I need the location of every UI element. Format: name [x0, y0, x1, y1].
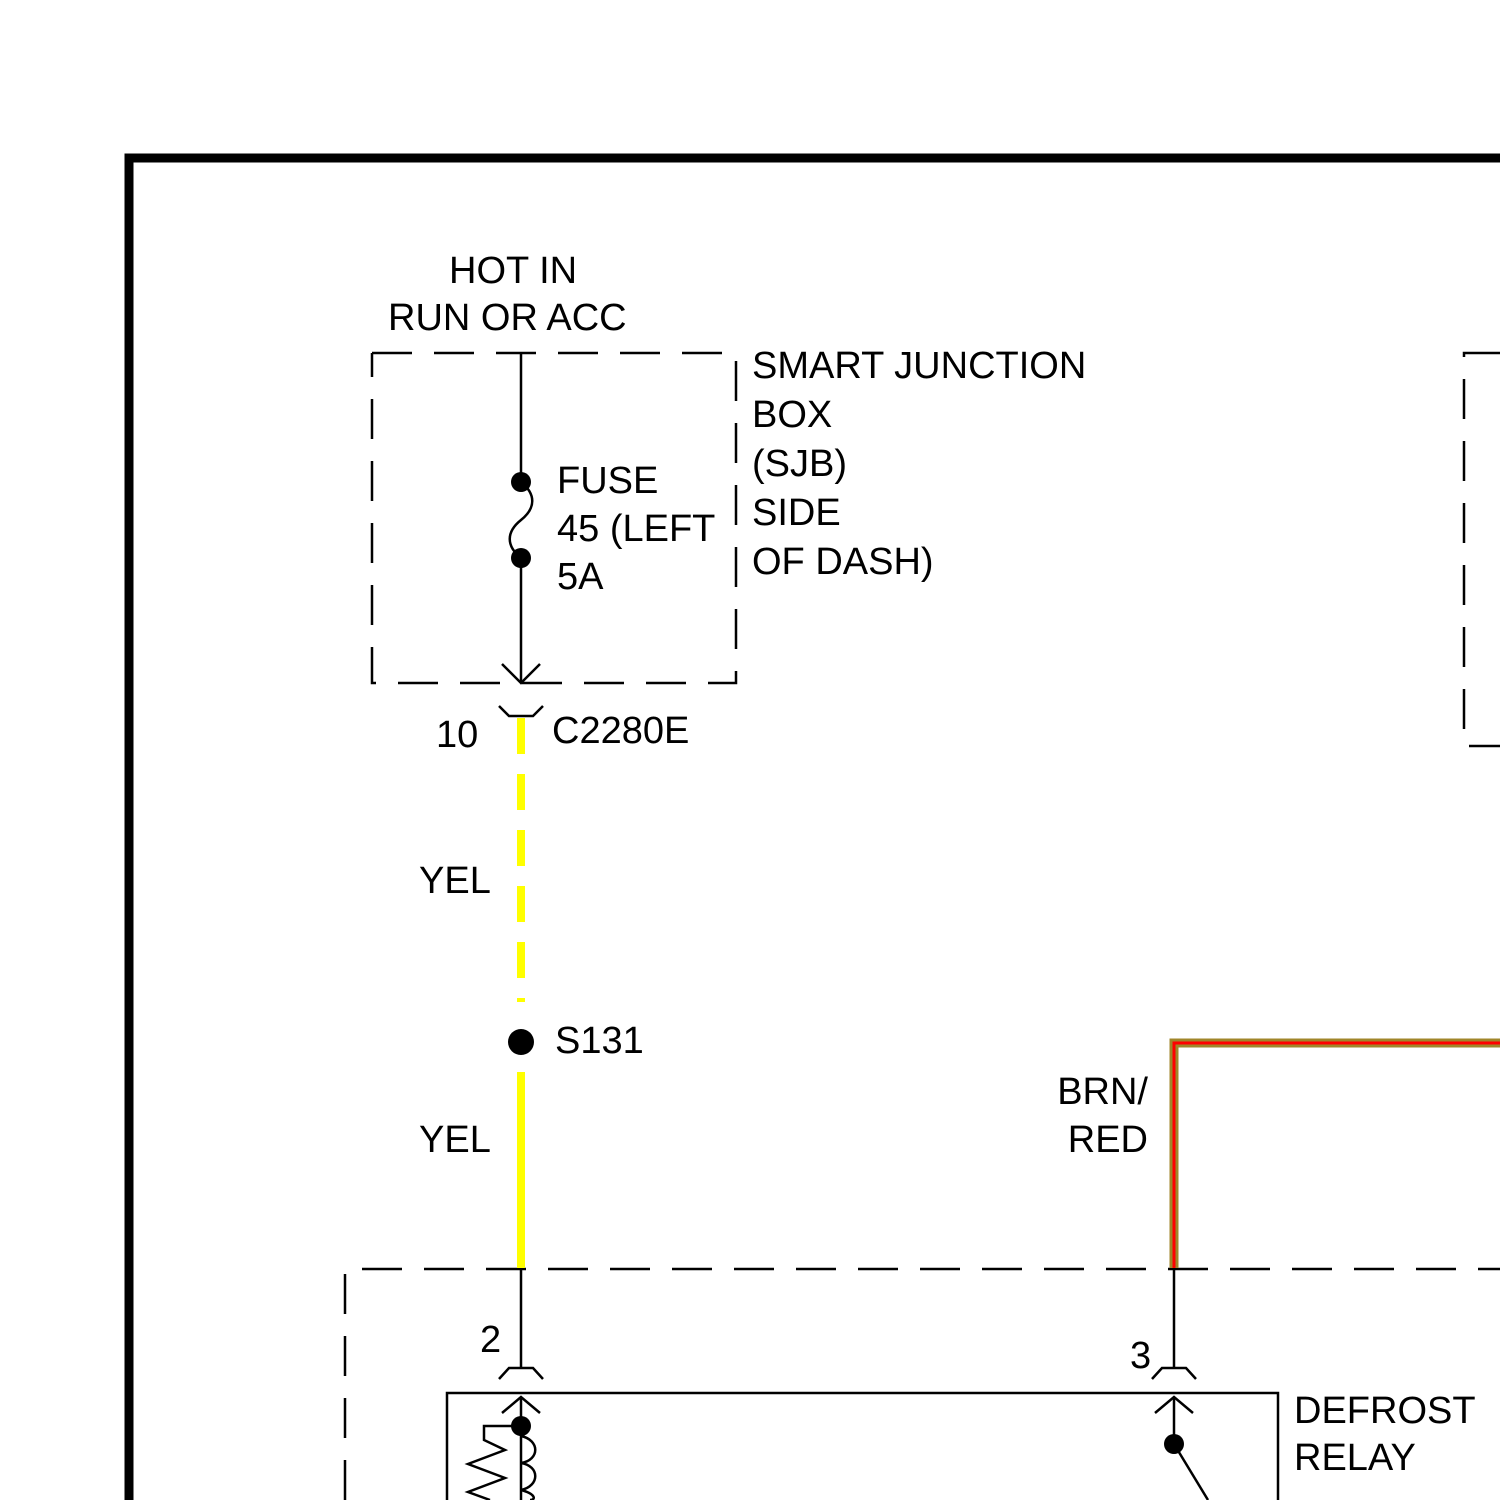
- sjb-label-line2: BOX: [752, 394, 832, 436]
- source-label-line2: RUN OR ACC: [388, 297, 627, 339]
- brn-red-label-line2: RED: [1068, 1119, 1148, 1161]
- brn-red-wire-tracer: [1174, 1043, 1500, 1268]
- fuse-icon: [510, 482, 533, 558]
- relay-resistor-icon: [468, 1426, 521, 1500]
- wire-color-label-lower: YEL: [419, 1119, 491, 1161]
- fuse-label-line1: FUSE: [557, 460, 658, 502]
- wire-color-label-upper: YEL: [419, 860, 491, 902]
- sjb-label-line5: OF DASH): [752, 541, 934, 583]
- splice-label: S131: [555, 1020, 644, 1062]
- brn-red-wire: [1174, 1043, 1500, 1268]
- connector-pin-label: 10: [436, 714, 478, 756]
- relay-pin2-connector-icon: [499, 1368, 543, 1379]
- splice-s131-dot: [508, 1029, 534, 1055]
- connector-female-icon: [499, 706, 543, 716]
- brn-red-label-line1: BRN/: [1057, 1071, 1148, 1113]
- relay-label-line2: RELAY: [1294, 1437, 1416, 1479]
- relay-pin2-label: 2: [480, 1319, 501, 1361]
- sjb-label-line1: SMART JUNCTION: [752, 345, 1086, 387]
- relay-coil-icon: [521, 1436, 535, 1500]
- relay-box: [447, 1393, 1278, 1500]
- sjb-label-line4: SIDE: [752, 492, 841, 534]
- relay-pin3-connector-icon: [1152, 1368, 1196, 1379]
- right-dashed-box: [1464, 353, 1500, 746]
- fuse-label-line3: 5A: [557, 556, 604, 598]
- relay-label-line1: DEFROST: [1294, 1390, 1476, 1432]
- relay-pin3-label: 3: [1130, 1335, 1151, 1377]
- connector-name-label: C2280E: [552, 710, 689, 752]
- relay-switch-arm: [1174, 1444, 1208, 1500]
- sjb-label-line3: (SJB): [752, 443, 847, 485]
- fuse-label-line2: 45 (LEFT: [557, 508, 715, 550]
- source-label-line1: HOT IN: [449, 250, 577, 292]
